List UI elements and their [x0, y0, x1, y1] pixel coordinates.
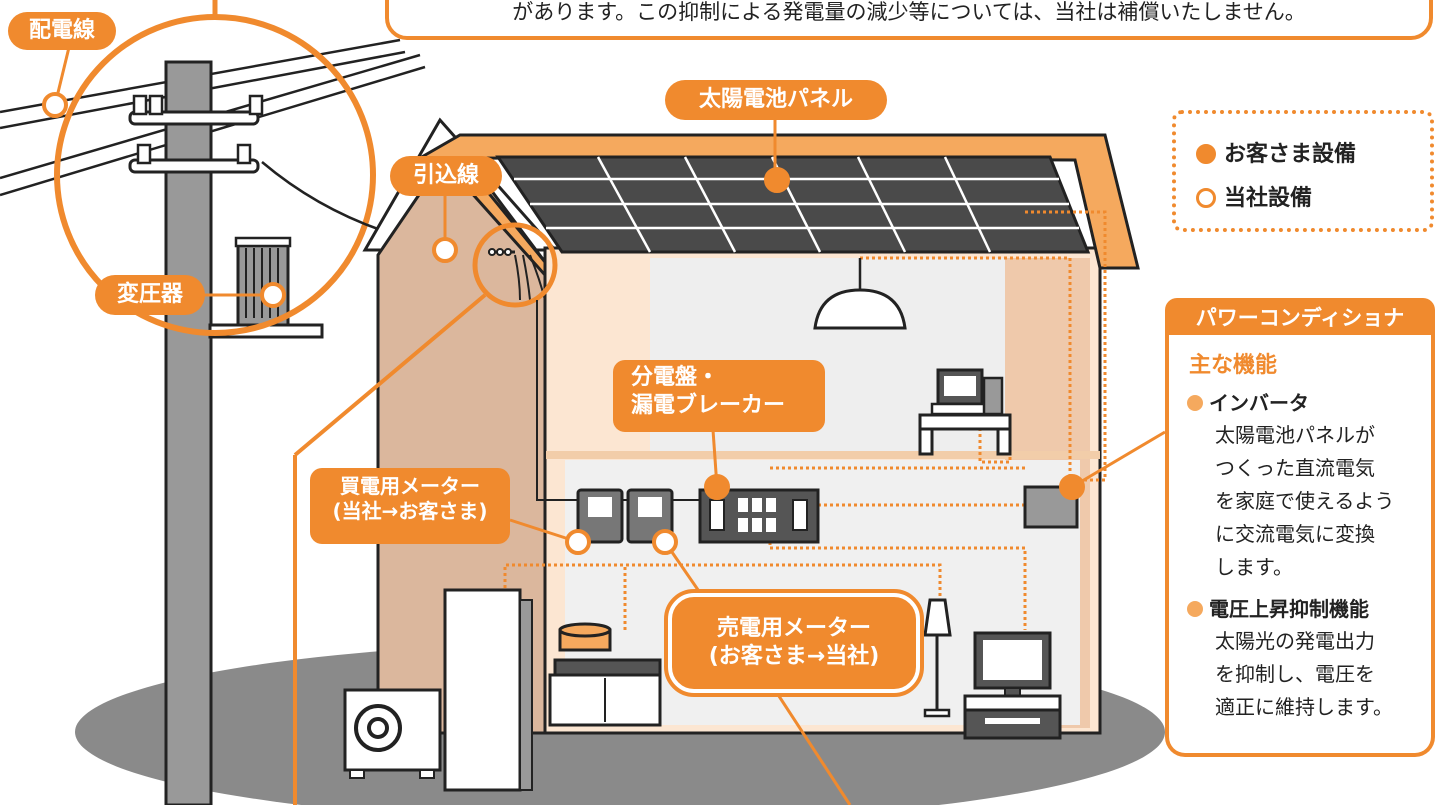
- label-purchase-meter: 買電用メーター (当社→お客さま): [310, 468, 510, 544]
- distribution-board-device: [698, 488, 820, 544]
- outdoor-unit: [343, 688, 442, 779]
- label-service-drop: 引込線: [390, 156, 502, 196]
- feature-inverter-name: インバータ: [1209, 391, 1309, 415]
- television: [963, 631, 1062, 740]
- legend-company-label: 当社設備: [1224, 186, 1313, 211]
- kitchen-stove: [548, 622, 662, 727]
- solar-panels: [495, 155, 1091, 254]
- legend: お客さま設備 当社設備: [1172, 110, 1434, 232]
- label-transformer: 変圧器: [95, 275, 205, 315]
- top-note-text: があります。この抑制による発電量の減少等については、当社は補償いたしません。: [512, 0, 1306, 24]
- utility-pole: [128, 60, 264, 805]
- feature-inverter-description: 太陽電池パネルが つくった直流電気 を家庭で使えるよう に交流電気に変換 します…: [1215, 423, 1395, 579]
- label-distribution-board: 分電盤・ 漏電ブレーカー: [613, 360, 825, 432]
- refrigerator: [443, 588, 533, 792]
- marker-power-conditioner: [1059, 474, 1085, 500]
- marker-transformer: [260, 282, 286, 308]
- label-sale-meter: 売電用メーター (お客さま→当社): [664, 589, 924, 697]
- legend-customer-label: お客さま設備: [1224, 142, 1357, 167]
- feature-voltage-name: 電圧上昇抑制機能: [1209, 597, 1369, 621]
- label-distribution-line: 配電線: [8, 12, 116, 50]
- marker-distribution-line: [42, 92, 68, 118]
- pc-desk: [918, 368, 1012, 456]
- marker-purchase-meter: [565, 529, 591, 555]
- feature-inverter-title: インバータ: [1187, 387, 1309, 416]
- purchase-meter-device: [576, 488, 624, 544]
- marker-service-drop: [432, 237, 458, 263]
- leader-line: [293, 293, 487, 457]
- pendant-lamp: [813, 258, 907, 330]
- equipment-markers: [42, 92, 1085, 555]
- info-box-title: 主な機能: [1189, 353, 1278, 378]
- top-note-box: があります。この抑制による発電量の減少等については、当社は補償いたしません。: [385, 0, 1433, 40]
- label-solar-panel: 太陽電池パネル: [665, 80, 887, 120]
- info-box-header: パワーコンディショナ: [1165, 298, 1435, 338]
- entrance-zoom-ring: [472, 222, 558, 308]
- legend-company-icon: [1196, 188, 1216, 208]
- bullet-icon: [1187, 601, 1203, 617]
- marker-solar-panel: [764, 167, 790, 193]
- service-entrance-fitting: [488, 248, 546, 301]
- feature-voltage-title: 電圧上昇抑制機能: [1187, 593, 1369, 622]
- feature-voltage-description: 太陽光の発電出力 を抑制し、電圧を 適正に維持します。: [1215, 629, 1393, 719]
- marker-distribution-board: [704, 474, 730, 500]
- sale-meter-device: [626, 488, 674, 544]
- legend-customer-icon: [1196, 144, 1216, 164]
- marker-sale-meter: [652, 529, 678, 555]
- power-conditioner-info: 主な機能 インバータ 太陽電池パネルが つくった直流電気 を家庭で使えるよう に…: [1165, 335, 1435, 757]
- legend-company-equipment: 当社設備: [1196, 180, 1312, 212]
- floor-lamp: [923, 598, 952, 718]
- legend-customer-equipment: お客さま設備: [1196, 136, 1356, 168]
- bullet-icon: [1187, 395, 1203, 411]
